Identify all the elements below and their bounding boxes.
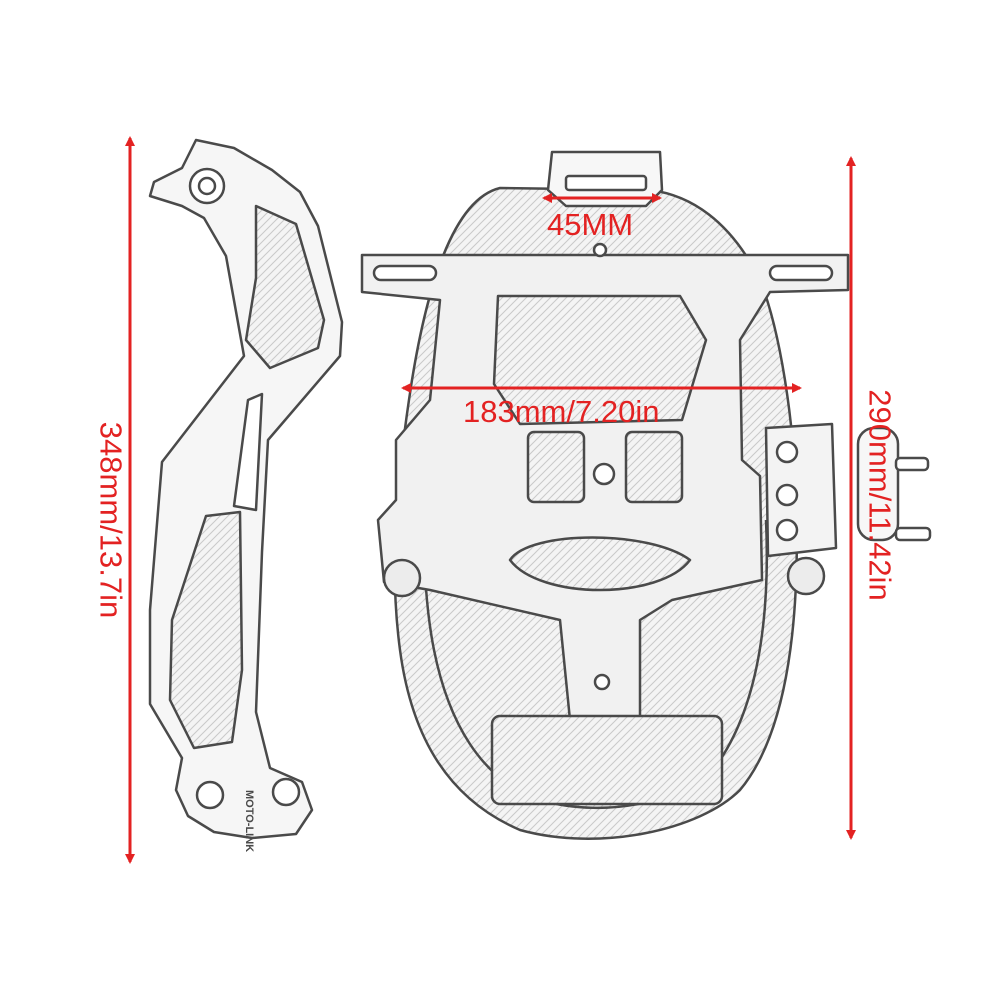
right-rubber-grommet (786, 556, 826, 596)
reflector-bolt (593, 673, 611, 691)
mount-bolt-2 (775, 483, 799, 507)
frame-right-cutout (624, 430, 684, 504)
bracket-lower-window (168, 510, 244, 750)
mount-screw-bottom (894, 526, 932, 542)
frame-left-cutout (526, 430, 586, 504)
frame-center-bolt (592, 462, 616, 486)
left-height-label: 348mm/13.7in (93, 421, 129, 619)
frame-right-slot (768, 264, 834, 282)
mount-screw-top (894, 456, 930, 472)
slot-label: 45MM (547, 207, 634, 242)
bracket-top-window (244, 204, 326, 370)
bracket-mid-slot (232, 392, 264, 512)
bracket-top-hole-inner (197, 176, 217, 196)
right-height-label: 290mm/11.42in (862, 389, 898, 601)
bracket-stamp: MOTO-LINK (243, 790, 255, 852)
side-bracket (148, 138, 344, 840)
mount-bolt-1 (775, 440, 799, 464)
bracket-bottom-hole-right (271, 777, 301, 807)
width-label: 183mm/7.20in (463, 394, 660, 429)
mount-bolt-3 (775, 518, 799, 542)
rear-reflector (490, 714, 724, 806)
side-mount-plate (764, 422, 838, 558)
frame-lower-window (508, 536, 692, 592)
left-rubber-grommet (382, 558, 422, 598)
fender-assembly (360, 150, 932, 840)
mount-knob (856, 426, 900, 542)
fender-top-slot (564, 174, 648, 192)
frame-left-slot (372, 264, 438, 282)
dimension-lines (125, 136, 856, 864)
frame-top-bolt (592, 242, 608, 258)
bracket-bottom-hole-left (195, 780, 225, 810)
